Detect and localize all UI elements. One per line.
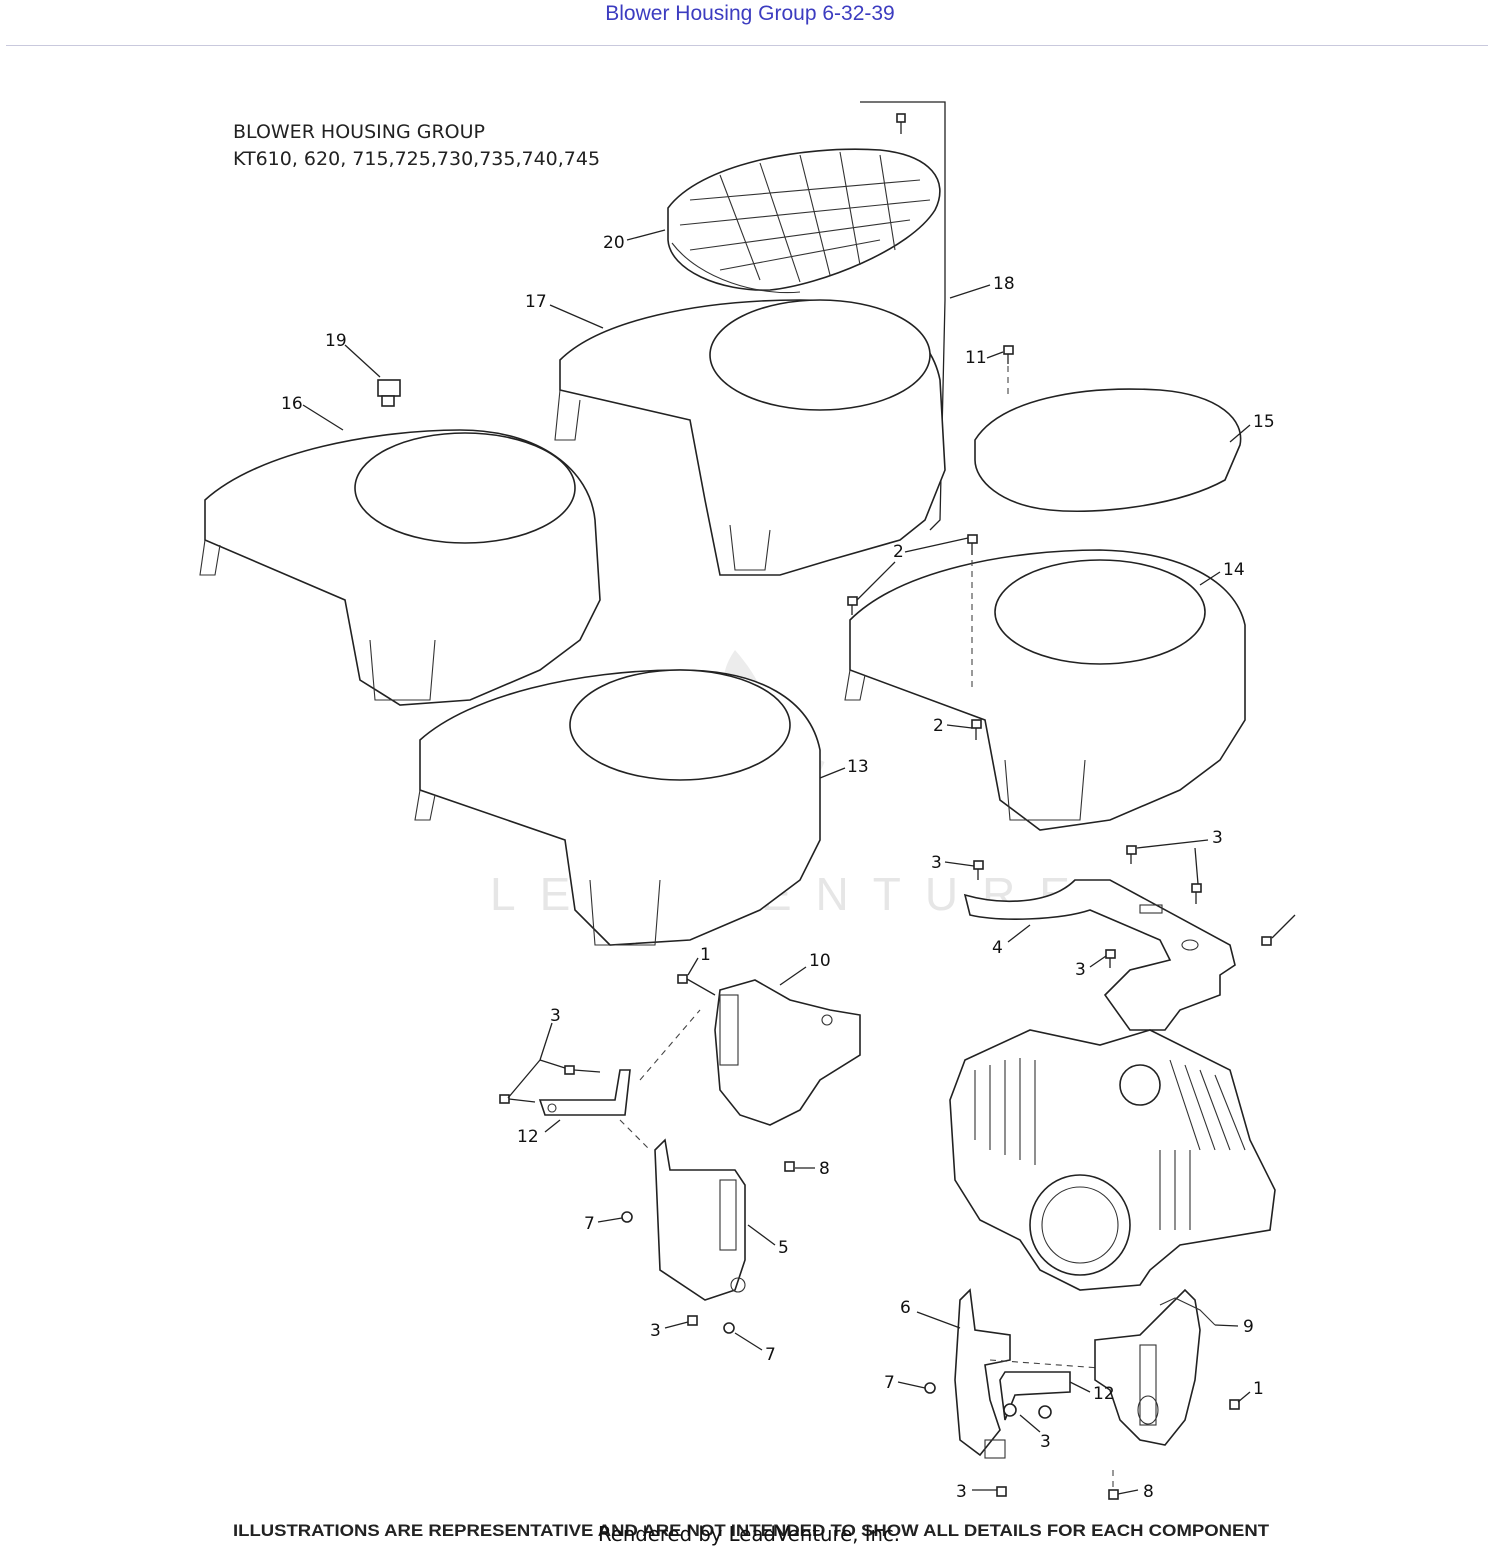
rendered-by-credit: Rendered by LeadVenture, Inc.: [598, 1522, 900, 1546]
callout-3-a: 3: [931, 853, 942, 873]
part-12-bracket-right: [989, 1359, 1101, 1421]
callout-1-lower: 1: [1253, 1379, 1264, 1399]
callout-5: 5: [778, 1238, 789, 1258]
callout-7-c: 7: [884, 1373, 895, 1393]
callout-20: 20: [603, 233, 625, 253]
bolt-top: [896, 113, 906, 134]
part-8-screw-upper: [784, 1161, 795, 1172]
part-12-bracket-left: [538, 1009, 701, 1151]
part-13-housing: [414, 669, 821, 946]
part-20-grille: [667, 148, 941, 294]
part-10-baffle: [714, 979, 861, 1126]
callout-15: 15: [1253, 412, 1275, 432]
callout-11: 11: [965, 348, 987, 368]
header-divider: [6, 45, 1488, 46]
diagram-title: BLOWER HOUSING GROUP: [233, 121, 485, 143]
callout-14: 14: [1223, 560, 1245, 580]
callout-12-right: 12: [1093, 1384, 1115, 1404]
illustration-disclaimer: ILLUSTRATIONS ARE REPRESENTATIVE AND ARE…: [233, 1522, 1269, 1540]
part-5-baffle: [654, 1138, 746, 1301]
callout-8-lower: 8: [1143, 1482, 1154, 1502]
callout-16: 16: [281, 394, 303, 414]
callout-3-c: 3: [1075, 960, 1086, 980]
part-11-screw: [1003, 345, 1014, 395]
callout-3-g: 3: [956, 1482, 967, 1502]
callout-labels: 20 18 17 19 16 11 15 2 14 2 13 3 3 4 3 1…: [281, 233, 1275, 1502]
callout-13: 13: [847, 757, 869, 777]
part-19-clip: [377, 379, 401, 407]
part-16-housing: [199, 429, 601, 706]
part-1-screw-upper: [677, 974, 716, 996]
part-15-grille: [974, 388, 1242, 513]
callout-10: 10: [809, 951, 831, 971]
part-17-housing: [554, 299, 946, 576]
callout-3-e: 3: [650, 1321, 661, 1341]
page-title: Blower Housing Group 6-32-39: [605, 2, 895, 25]
callout-4: 4: [992, 938, 1003, 958]
callout-19: 19: [325, 331, 347, 351]
part-7-screws-left: [621, 1211, 735, 1334]
callout-1-upper: 1: [700, 945, 711, 965]
callout-3-f: 3: [1040, 1432, 1051, 1452]
callout-8-upper: 8: [819, 1159, 830, 1179]
callout-9: 9: [1243, 1317, 1254, 1337]
part-2-bolts: [847, 534, 982, 740]
callout-12-left: 12: [517, 1127, 539, 1147]
part-fasteners-lower-right: [924, 1382, 1240, 1500]
callout-7-b: 7: [765, 1345, 776, 1365]
callout-18: 18: [993, 274, 1015, 294]
callout-17: 17: [525, 292, 547, 312]
part-6-baffle: [954, 1288, 1011, 1459]
part-14-housing: [844, 549, 1246, 831]
callout-2-lower: 2: [933, 716, 944, 736]
callout-6: 6: [900, 1298, 911, 1318]
part-3-bolts-left: [499, 1065, 601, 1104]
leader-lines: [302, 229, 1251, 1495]
callout-2-upper: 2: [893, 542, 904, 562]
part-9-baffle: [1094, 1288, 1216, 1446]
part-3-bolts-upper: [973, 845, 1296, 968]
callout-3-b: 3: [1212, 828, 1223, 848]
bracket-line-18: [860, 101, 946, 531]
part-4-baffle: [963, 879, 1236, 1031]
engine-block: [949, 1029, 1276, 1291]
callout-3-d: 3: [550, 1006, 561, 1026]
callout-7-a: 7: [584, 1214, 595, 1234]
diagram-models: KT610, 620, 715,725,730,735,740,745: [233, 148, 600, 170]
